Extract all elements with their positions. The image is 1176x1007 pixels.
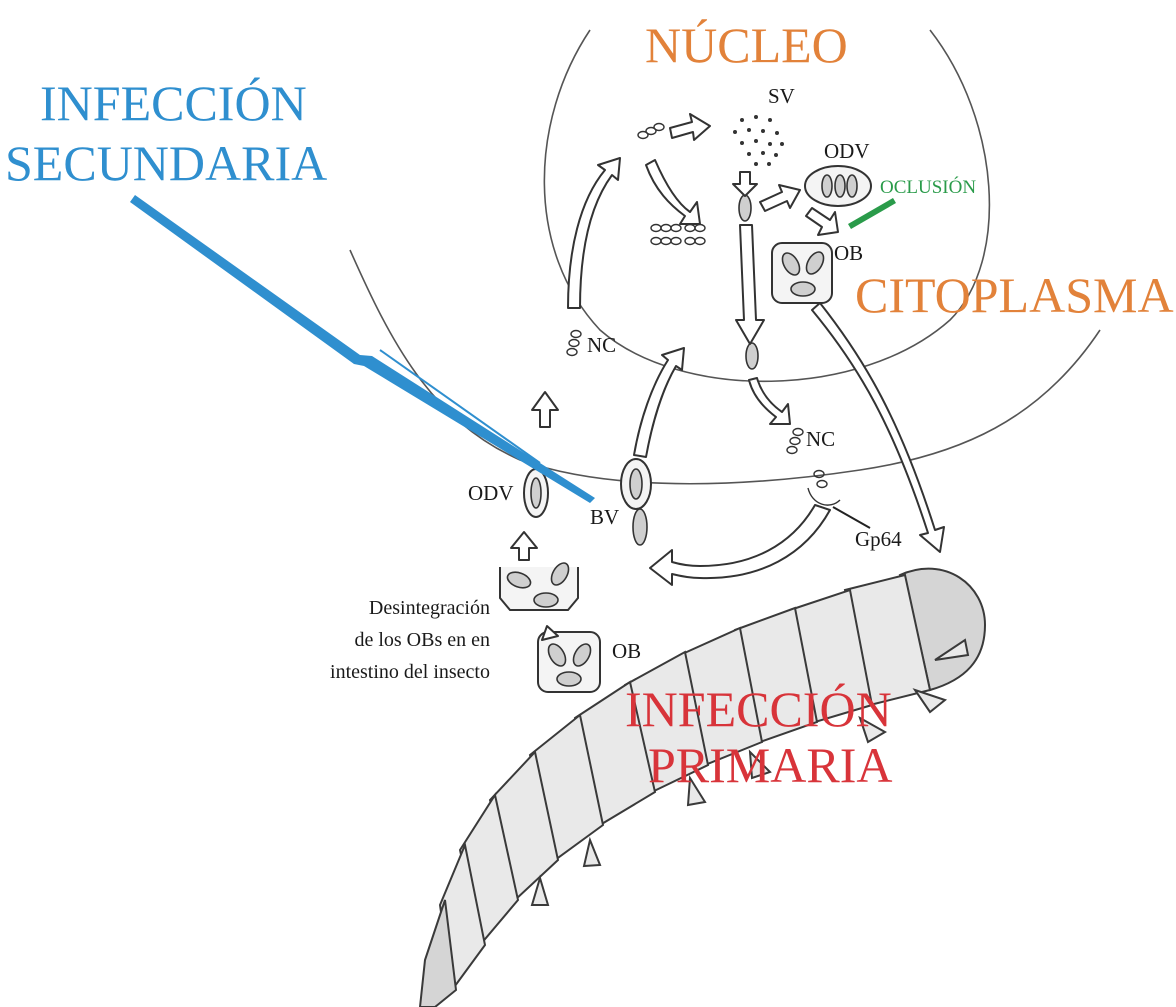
nucleus-label: NÚCLEO xyxy=(645,17,848,73)
primary-infection-label-line1: INFECCIÓN xyxy=(625,681,892,737)
arrow-to-sv xyxy=(670,114,710,140)
arrow-odv-to-ob xyxy=(806,208,838,235)
arrow-sv-down xyxy=(733,172,757,196)
dissolving-occlusion-body xyxy=(500,560,578,610)
arrow-curve-to-middle xyxy=(646,160,700,224)
odv-in-nucleus xyxy=(805,166,871,206)
secondary-infection-label-line1: INFECCIÓN xyxy=(40,75,307,131)
arrow-odv-up-1 xyxy=(532,392,558,427)
arrow-nc-left-up xyxy=(568,158,620,308)
arrow-return-curve xyxy=(650,505,830,585)
primary-infection-label-line2: PRIMARIA xyxy=(648,737,892,793)
arrow-odv-up-2 xyxy=(511,532,537,560)
virion-rod-1 xyxy=(739,195,751,221)
gp64-label: Gp64 xyxy=(855,527,902,551)
caption-line1: Desintegración xyxy=(369,597,490,619)
virogenic-stroma-dots xyxy=(733,115,784,166)
arrow-nucleus-long-down xyxy=(736,225,764,344)
secondary-infection-pointer xyxy=(130,195,595,503)
nucleocapsid-left xyxy=(567,331,581,356)
nc-left-label: NC xyxy=(587,333,616,357)
odv-entering xyxy=(524,469,548,517)
virion-rod-2 xyxy=(746,343,758,369)
nucleocapsid-cluster-middle xyxy=(651,225,705,245)
secondary-infection-label-line2: SECUNDARIA xyxy=(5,135,327,191)
ob-bottom-label: OB xyxy=(612,639,641,663)
nucleocapsid-right xyxy=(787,429,803,454)
occlusion-body-bottom xyxy=(538,632,600,692)
odv-nucleus-label: ODV xyxy=(824,139,870,163)
nc-right-label: NC xyxy=(806,427,835,451)
nucleocapsid-cluster-top xyxy=(638,124,664,139)
ob-nucleus-label: OB xyxy=(834,241,863,265)
caption-line2: de los OBs en en xyxy=(354,629,490,651)
arrow-to-odv xyxy=(760,185,800,211)
cytoplasm-label: CITOPLASMA xyxy=(855,267,1174,323)
occlusion-label: OCLUSIÓN xyxy=(880,176,976,198)
bv-label: BV xyxy=(590,505,619,529)
occlusion-body-nucleus xyxy=(772,243,832,303)
caption-line3: intestino del insecto xyxy=(330,661,490,683)
arrow-to-nc-right xyxy=(749,378,790,424)
odv-left-label: ODV xyxy=(468,481,514,505)
secondary-infection-pointer-thin xyxy=(380,350,540,463)
gp64-pointer xyxy=(833,507,870,528)
sv-label: SV xyxy=(768,84,795,108)
budded-virus xyxy=(621,459,651,545)
